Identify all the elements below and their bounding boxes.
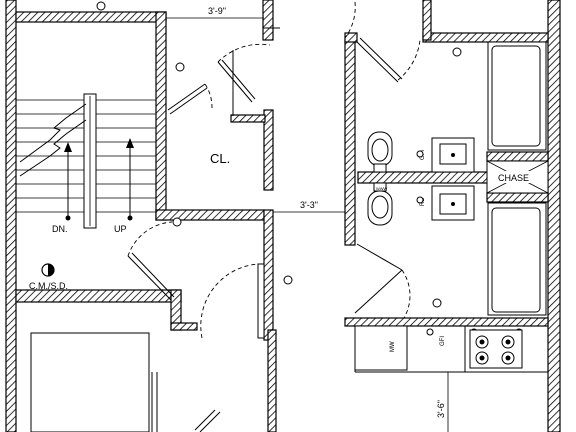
bathtub-lower-icon [487, 202, 547, 316]
toilet-upper-icon [367, 131, 393, 173]
sink-lower-icon [431, 185, 475, 221]
wall-top-left-stub [262, 0, 274, 41]
wall-stub-stair-bottom [155, 209, 265, 221]
door-bath-upper [344, 1, 421, 83]
sink-upper-icon [431, 137, 475, 173]
wall-mark: WWW [376, 186, 388, 191]
stair [16, 93, 156, 229]
dimension-top-label: 3'-9" [208, 6, 226, 16]
bath-wall-bottom [344, 317, 549, 327]
bath-wall-top-stub [344, 32, 358, 43]
mw-mark: MW [390, 341, 396, 352]
kitchen-counter [354, 325, 548, 373]
chase-label: CHASE [498, 173, 529, 183]
stair-wall-top [15, 11, 167, 23]
bathtub-upper-icon [487, 41, 547, 151]
exterior-wall-right [547, 0, 561, 432]
door-stair-lower [127, 221, 175, 301]
stair-down-label: DN. [52, 224, 68, 234]
door-hall-lower [200, 263, 265, 339]
range-icon [469, 329, 523, 369]
bath-wall-top-right [422, 32, 549, 43]
gfi-small-mark: GFI [440, 336, 446, 346]
cmsd-label: C.M./S.D. [29, 281, 68, 291]
door-stair-upper [167, 83, 213, 115]
door-closet [217, 43, 271, 103]
chase-wall-top [486, 151, 549, 162]
dimension-mid-label: 3'-3" [300, 200, 318, 210]
door-bath-lower [354, 243, 411, 319]
stair-break-line [19, 103, 87, 163]
wall-bottom-mid [267, 329, 277, 432]
bath-wall-left [344, 39, 356, 246]
stair-wall-right [155, 11, 167, 221]
chase [486, 160, 549, 194]
chase-wall-bottom [486, 192, 549, 203]
stair-up-label: UP [114, 224, 127, 234]
smoke-detector-icon [41, 263, 55, 277]
closet-wall-right [263, 109, 274, 191]
bath-wall-upper-right [422, 0, 432, 41]
door-lower-right [194, 409, 221, 432]
wall-lower-left-base [170, 322, 198, 331]
closet-wall-lower [263, 209, 274, 341]
closet-label: CL. [210, 151, 230, 166]
bath-wall-divider [357, 171, 489, 184]
toilet-lower-icon [367, 182, 393, 226]
closet-shelf-stub [230, 114, 266, 123]
bed-icon [30, 332, 158, 432]
exterior-wall-left [5, 0, 17, 432]
stair-wall-bottom [15, 289, 182, 303]
dimension-side-label: 3'-6" [436, 400, 446, 418]
